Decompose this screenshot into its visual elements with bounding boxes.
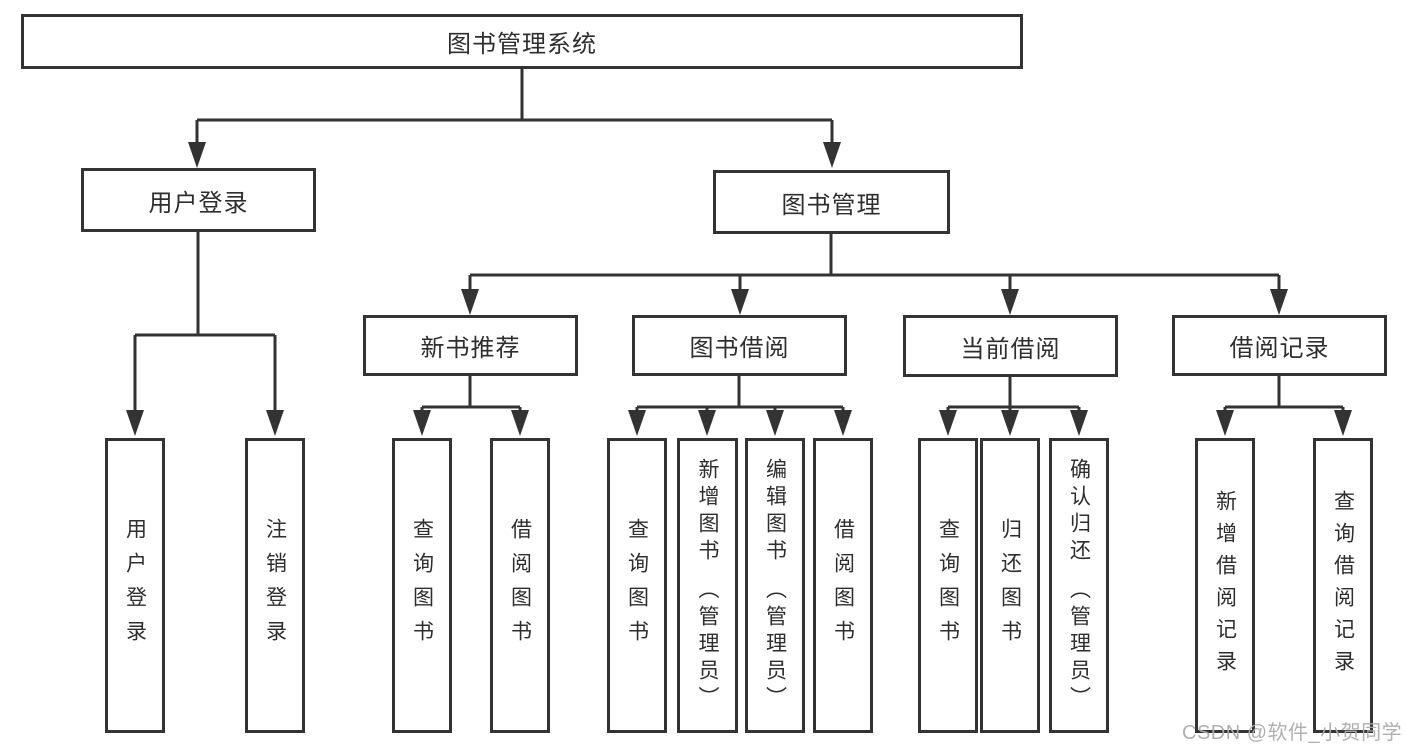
leaf-query-borrow-record: 查询借阅记录 xyxy=(1313,438,1373,733)
leaf-confirm-return-admin: 确认归还 （管理员） xyxy=(1049,438,1109,733)
arrow-down-icon xyxy=(266,410,284,436)
node-current-borrow: 当前借阅 xyxy=(903,315,1118,377)
node-user-login: 用户登录 xyxy=(81,168,316,232)
node-new-book-recommend: 新书推荐 xyxy=(363,315,578,376)
leaf-query-books-current: 查询图书 xyxy=(918,438,978,733)
arrow-down-icon xyxy=(698,410,716,436)
arrow-down-icon xyxy=(628,410,646,436)
arrow-down-icon xyxy=(823,142,841,168)
arrow-down-icon xyxy=(461,289,479,315)
leaf-borrow-books-recommend: 借阅图书 xyxy=(490,438,550,733)
arrow-down-icon xyxy=(188,142,206,168)
arrow-down-icon xyxy=(1001,410,1019,436)
arrow-down-icon xyxy=(766,410,784,436)
arrow-down-icon xyxy=(413,410,431,436)
connector-new-books xyxy=(413,376,529,436)
arrow-down-icon xyxy=(939,410,957,436)
arrow-down-icon xyxy=(731,289,749,315)
leaf-return-books: 归还图书 xyxy=(980,438,1040,733)
node-book-borrow: 图书借阅 xyxy=(632,315,847,376)
arrow-down-icon xyxy=(1001,289,1019,315)
connector-root xyxy=(188,69,841,168)
node-book-management: 图书管理 xyxy=(713,170,950,234)
connector-book-borrow xyxy=(628,376,852,436)
connector-current-borrow xyxy=(939,377,1088,436)
connector-borrow-records xyxy=(1216,376,1352,436)
arrow-down-icon xyxy=(1216,410,1234,436)
arrow-down-icon xyxy=(511,410,529,436)
leaf-query-books-recommend: 查询图书 xyxy=(392,438,452,733)
leaf-query-books-borrow: 查询图书 xyxy=(607,438,667,733)
arrow-down-icon xyxy=(126,410,144,436)
leaf-add-borrow-record: 新增借阅记录 xyxy=(1195,438,1255,733)
leaf-logout: 注销登录 xyxy=(245,438,305,733)
watermark: CSDN @软件_小贺同学 xyxy=(1182,722,1403,744)
arrow-down-icon xyxy=(834,410,852,436)
node-library-management-system: 图书管理系统 xyxy=(21,14,1023,69)
arrow-down-icon xyxy=(1270,289,1288,315)
leaf-edit-books-admin: 编辑图书 （管理员） xyxy=(745,438,805,733)
leaf-borrow-books: 借阅图书 xyxy=(813,438,873,733)
leaf-user-login: 用户登录 xyxy=(105,438,165,733)
leaf-add-books-admin: 新增图书 （管理员） xyxy=(677,438,738,733)
connector-book-mgmt xyxy=(461,234,1288,315)
arrow-down-icon xyxy=(1334,410,1352,436)
arrow-down-icon xyxy=(1070,410,1088,436)
node-borrow-records: 借阅记录 xyxy=(1172,315,1387,376)
connector-user-login xyxy=(126,232,284,436)
